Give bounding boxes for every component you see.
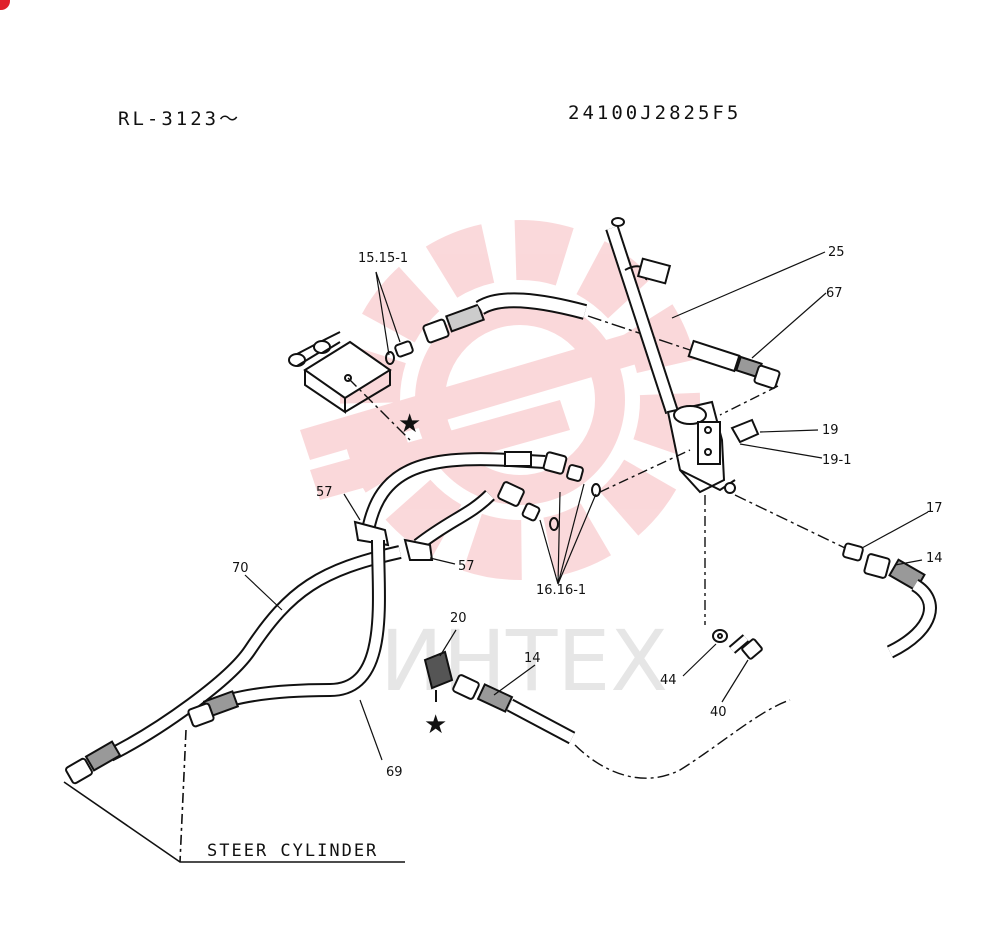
leader-lines: [244, 251, 929, 761]
hose-69: [187, 539, 386, 728]
callout-40: 40: [710, 705, 727, 720]
serial-range: RL-3123～: [118, 108, 242, 130]
star-icon: ★: [424, 710, 447, 740]
steer-cylinder-leader: [63, 729, 405, 863]
steer-cylinder-caption: STEER CYLINDER: [207, 841, 378, 861]
star-icon: ★: [398, 409, 421, 439]
callout-17: 17: [926, 501, 943, 516]
callout-25: 25: [828, 245, 845, 260]
callout-67: 67: [826, 286, 843, 301]
part-number: 24100J2825F5: [568, 102, 742, 124]
callout-14-right: 14: [926, 551, 943, 566]
right-hose-14: [842, 542, 937, 659]
hose-70: [65, 545, 402, 785]
leader-dash: [347, 377, 411, 441]
steering-column: [605, 217, 846, 625]
callout-15: 15.15-1: [358, 251, 408, 266]
fitting-20: [423, 650, 454, 702]
hose-67: [687, 339, 781, 416]
callout-70: 70: [232, 561, 249, 576]
bolt-parts: [712, 629, 763, 660]
callout-14-lower: 14: [524, 651, 541, 666]
lower-hose-14: [452, 674, 791, 779]
middle-hoses: [361, 449, 691, 551]
fitting-19: [730, 418, 760, 444]
clamps: [353, 520, 434, 561]
red-dot-icon: [0, 0, 10, 10]
callout-44: 44: [660, 673, 677, 688]
callout-19: 19: [822, 423, 839, 438]
callout-20: 20: [450, 611, 467, 626]
callout-19-1: 19-1: [822, 453, 852, 468]
valve-block: [288, 331, 392, 414]
callout-57-a: 57: [316, 485, 333, 500]
callout-57-b: 57: [458, 559, 475, 574]
callout-69: 69: [386, 765, 403, 780]
callout-16: 16.16-1: [536, 583, 586, 598]
